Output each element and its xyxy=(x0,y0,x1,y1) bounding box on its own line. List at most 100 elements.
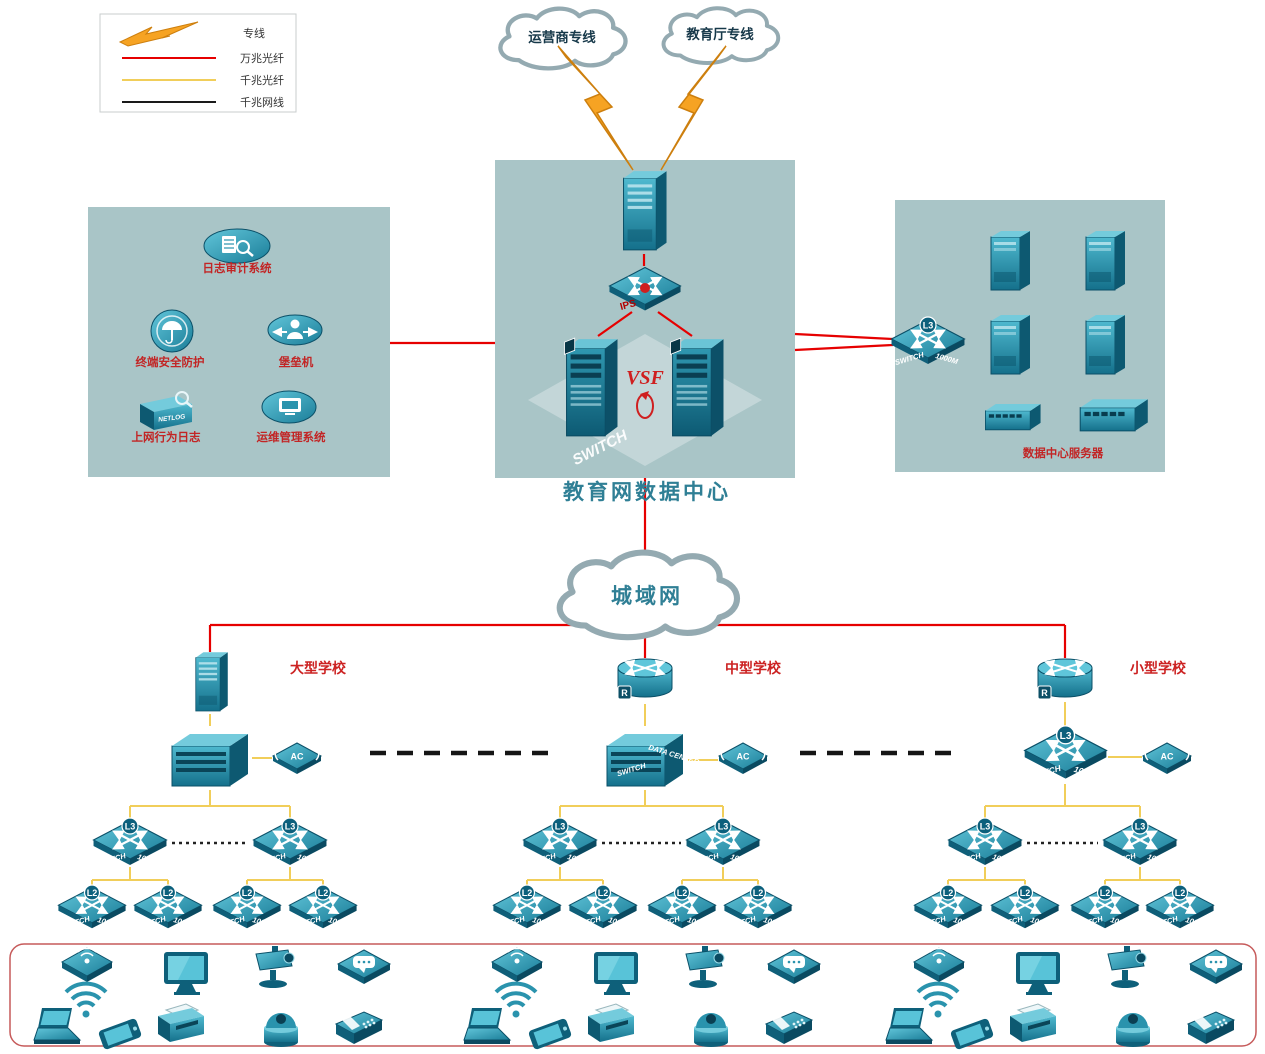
l2-switch xyxy=(1146,885,1213,931)
legend-item-1g-fiber: 千兆光纤 xyxy=(240,73,284,87)
l3-switch xyxy=(524,818,597,868)
school-core-switch-icon: SWITCH DATA CENTER xyxy=(606,733,701,787)
medium-school-label: 中型学校 xyxy=(725,660,782,676)
school-router-icon xyxy=(1038,659,1092,699)
laptop-icon xyxy=(33,1007,81,1045)
1g-fiber-links xyxy=(91,702,1181,886)
firewall-icon xyxy=(623,170,668,251)
ptz-camera-icon xyxy=(255,945,295,989)
lightning-link-edu xyxy=(660,45,727,171)
desktop-monitor-icon xyxy=(1016,952,1060,995)
isp-cloud-label: 运营商专线 xyxy=(528,29,596,45)
ips-label: IPS xyxy=(619,298,638,313)
legend-item-10g-fiber: 万兆光纤 xyxy=(240,51,284,65)
wireless-controller-ac xyxy=(718,742,768,775)
desktop-monitor-icon xyxy=(164,952,208,995)
printer-icon xyxy=(1009,1003,1057,1043)
vsf-label: VSF xyxy=(626,367,664,389)
ips-device: IPS xyxy=(609,268,680,313)
laptop-icon xyxy=(885,1007,933,1045)
legend-item-dedicated-line: 专线 xyxy=(243,26,265,40)
large-school: 大型学校 xyxy=(58,651,356,931)
desk-phone-icon xyxy=(765,1011,813,1045)
school-firewall-icon xyxy=(195,651,229,712)
l2-switch xyxy=(914,885,981,931)
small-school: 小型学校 xyxy=(914,659,1213,931)
rack-server-icon xyxy=(984,403,1042,431)
printer-icon xyxy=(157,1003,205,1043)
legend-item-1g-cable: 千兆网线 xyxy=(240,95,284,109)
wireless-controller-ac xyxy=(1142,742,1192,775)
l3-switch xyxy=(254,818,327,868)
dome-camera-icon xyxy=(264,1013,298,1047)
server-icon xyxy=(990,314,1031,375)
endpoint-devices-box xyxy=(9,943,1257,1047)
desk-phone-icon xyxy=(1187,1011,1235,1045)
endpoint-devices-group-large xyxy=(33,945,391,1051)
printer-icon xyxy=(587,1003,635,1043)
security-zone: 日志审计系统 终端安全防护 堡垒机 NETLOG 上 xyxy=(132,228,326,444)
log-audit-icon xyxy=(203,228,271,264)
dome-camera-icon xyxy=(1116,1013,1150,1047)
school-server-icon xyxy=(171,733,249,787)
legend: 专线 万兆光纤 千兆光纤 千兆网线 xyxy=(99,13,297,113)
wifi-signal-icon xyxy=(494,981,538,1020)
netlog-icon: NETLOG xyxy=(140,391,193,430)
l3-switch xyxy=(1104,818,1177,868)
core-switch-a-icon xyxy=(563,337,619,437)
core-switch-b-icon xyxy=(669,337,725,437)
l2-switch xyxy=(648,885,715,931)
school-router-icon xyxy=(618,659,672,699)
bastion-host-icon xyxy=(267,314,323,346)
wifi-signal-icon xyxy=(64,981,108,1020)
large-school-label: 大型学校 xyxy=(290,660,347,676)
lightning-link-isp xyxy=(557,45,634,171)
netlog-text: NETLOG xyxy=(158,413,186,423)
im-terminal-icon xyxy=(1189,949,1243,985)
ptz-camera-icon xyxy=(685,945,725,989)
datacenter-core: IPS VSF SWITCH 教育网数据中心 xyxy=(528,170,762,504)
l2-switch xyxy=(724,885,791,931)
wireless-ap-icon xyxy=(61,947,113,983)
server-icon xyxy=(1085,230,1126,291)
cable-links xyxy=(172,750,1098,845)
l3-switch xyxy=(687,818,760,868)
net-behavior-log-label: 上网行为日志 xyxy=(132,430,201,444)
small-school-label: 小型学校 xyxy=(1130,660,1187,676)
server-icon xyxy=(1085,314,1126,375)
l2-switch xyxy=(289,885,356,931)
im-terminal-icon xyxy=(337,949,391,985)
edu-cloud-label: 教育厅专线 xyxy=(686,26,754,42)
log-audit-label: 日志审计系统 xyxy=(203,261,272,275)
datacenter-title: 教育网数据中心 xyxy=(563,480,731,504)
rack-server-icon xyxy=(1079,398,1149,432)
l2-switch xyxy=(1071,885,1138,931)
laptop-icon xyxy=(463,1007,511,1045)
l2-switch xyxy=(134,885,201,931)
isp-cloud: 运营商专线 xyxy=(500,9,625,69)
endpoint-protection-icon xyxy=(150,309,194,353)
l2-switch xyxy=(569,885,636,931)
server-icon xyxy=(990,230,1031,291)
endpoint-devices-group-medium xyxy=(463,945,821,1051)
server-zone: 数据中心服务器 xyxy=(892,230,1149,460)
wifi-signal-icon xyxy=(916,981,960,1020)
endpoint-devices-group-small xyxy=(885,945,1243,1051)
ops-mgmt-icon xyxy=(261,390,317,424)
vsf-loop-arrow xyxy=(640,391,649,400)
l2-switch xyxy=(58,885,125,931)
medium-school: 中型学校 SWITCH DATA CENTER xyxy=(493,659,791,931)
man-cloud-label: 城域网 xyxy=(611,584,683,608)
man-cloud: 城域网 xyxy=(560,553,737,638)
im-terminal-icon xyxy=(767,949,821,985)
ops-mgmt-label: 运维管理系统 xyxy=(257,430,326,444)
lightning-legend-icon xyxy=(118,21,199,47)
desktop-monitor-icon xyxy=(594,952,638,995)
bastion-host-label: 堡垒机 xyxy=(279,355,314,369)
desk-phone-icon xyxy=(335,1011,383,1045)
l2-switch xyxy=(991,885,1058,931)
wireless-ap-icon xyxy=(491,947,543,983)
school-main-switch-icon xyxy=(1025,726,1107,782)
